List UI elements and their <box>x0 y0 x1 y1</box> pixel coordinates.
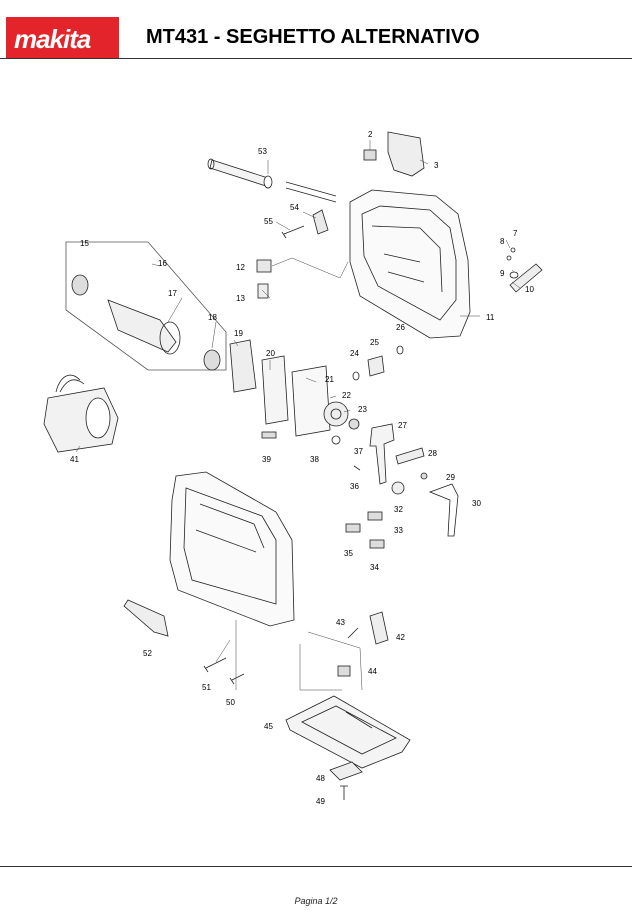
part-label: 10 <box>525 285 534 294</box>
part-label: 39 <box>262 455 271 464</box>
part-label: 23 <box>358 405 367 414</box>
part-label: 3 <box>434 161 439 170</box>
screw-part <box>281 225 305 239</box>
bearing-part <box>71 274 89 296</box>
part-label: 48 <box>316 774 325 783</box>
part-label: 38 <box>310 455 319 464</box>
makita-logo: makita <box>6 17 119 59</box>
gear-housing-part <box>229 339 257 393</box>
page-number: Pagina 1/2 <box>294 896 338 906</box>
part-label: 45 <box>264 722 273 731</box>
part-label: 43 <box>336 618 345 627</box>
part-label: 18 <box>208 313 217 322</box>
part-label: 54 <box>290 203 299 212</box>
roller-support-part <box>369 611 389 645</box>
part-label: 30 <box>472 499 481 508</box>
base-plate-part <box>285 695 411 769</box>
part-label: 24 <box>350 349 359 358</box>
part-label: 26 <box>396 323 405 332</box>
part-label: 19 <box>234 329 243 338</box>
part-label: 53 <box>258 147 267 156</box>
screw-small-part <box>510 247 516 253</box>
part-label: 32 <box>394 505 403 514</box>
part-label: 20 <box>266 349 275 358</box>
part-label: 52 <box>143 649 152 658</box>
part-label: 34 <box>370 563 379 572</box>
footer-divider <box>0 866 632 867</box>
gear-part <box>323 401 349 427</box>
body-housing-part <box>169 471 295 627</box>
part-label: 33 <box>394 526 403 535</box>
clamp-part <box>312 209 329 235</box>
side-cover-part <box>123 599 169 637</box>
part-label: 28 <box>428 449 437 458</box>
part-label: 36 <box>350 482 359 491</box>
brush-holder-part <box>256 259 272 273</box>
part-label: 27 <box>398 421 407 430</box>
part-label: 22 <box>342 391 351 400</box>
part-number-labels: 2 3 7 8 9 10 11 12 13 15 16 17 18 19 20 … <box>70 130 534 806</box>
part-label: 44 <box>368 667 377 676</box>
brand-logo-text: makita <box>14 24 91 54</box>
header-divider <box>0 58 632 59</box>
part-label: 51 <box>202 683 211 692</box>
tube-part <box>207 158 273 189</box>
switch-part <box>387 131 425 177</box>
slider-part <box>369 423 395 485</box>
part-label: 42 <box>396 633 405 642</box>
part-label: 16 <box>158 259 167 268</box>
plate-part <box>261 355 289 425</box>
part-label: 21 <box>325 375 334 384</box>
part-label: 15 <box>80 239 89 248</box>
wire-spring-part <box>428 483 459 537</box>
capacitor-part <box>363 149 377 161</box>
part-label: 2 <box>368 130 373 139</box>
long-screw-part <box>203 657 227 673</box>
part-label: 11 <box>486 313 495 322</box>
stator-part <box>43 374 119 453</box>
part-label: 49 <box>316 797 325 806</box>
part-label: 17 <box>168 289 177 298</box>
part-label: 37 <box>354 447 363 456</box>
cable-part <box>285 181 337 203</box>
housing-part <box>349 189 471 339</box>
armature-part <box>107 299 177 353</box>
part-label: 35 <box>344 549 353 558</box>
part-label: 55 <box>264 217 273 226</box>
page-title: MT431 - SEGHETTO ALTERNATIVO <box>146 26 480 48</box>
armature-assembly-box <box>65 241 227 371</box>
part-label: 7 <box>513 229 518 238</box>
shaft-part <box>509 263 543 293</box>
part-label: 8 <box>500 237 505 246</box>
part-label: 13 <box>236 294 245 303</box>
part-label: 29 <box>446 473 455 482</box>
part-label: 50 <box>226 698 235 707</box>
part-label: 25 <box>370 338 379 347</box>
guide-plate-part <box>291 365 331 437</box>
part-label: 12 <box>236 263 245 272</box>
part-label: 9 <box>500 269 505 278</box>
part-label: 41 <box>70 455 79 464</box>
